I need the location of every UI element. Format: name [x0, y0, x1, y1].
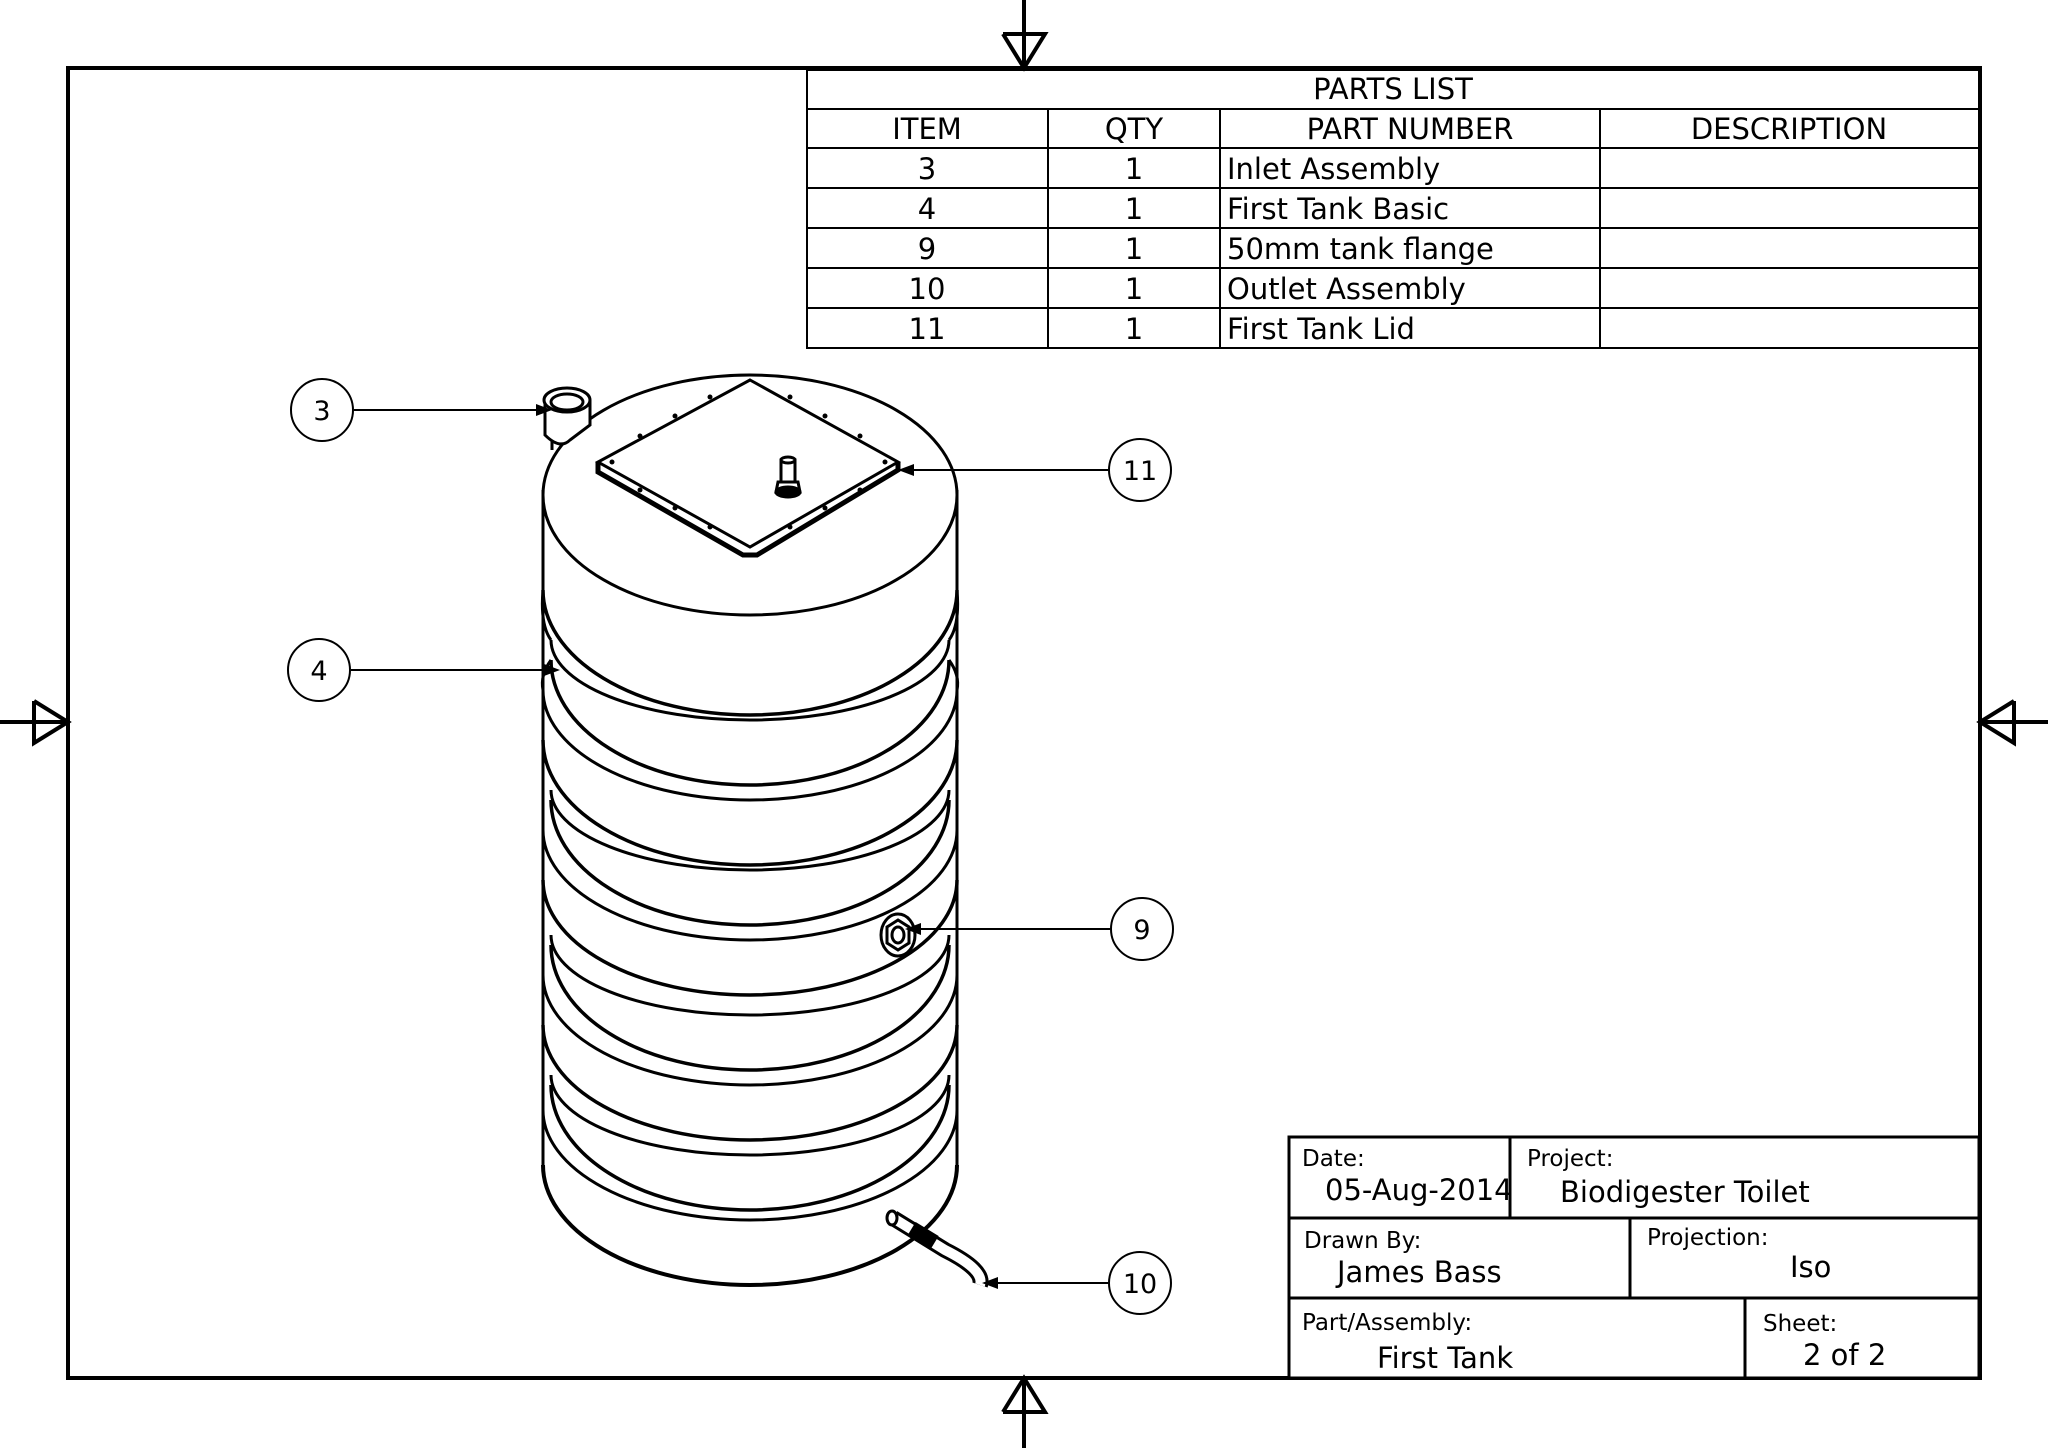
column-header-description: DESCRIPTION: [1691, 112, 1887, 146]
row-item: 11: [909, 312, 946, 346]
balloon-label: 9: [1133, 915, 1150, 946]
row-part-number: First Tank Basic: [1227, 192, 1449, 226]
balloon-3: 3: [290, 378, 552, 442]
project-value: Biodigester Toilet: [1560, 1175, 1810, 1209]
row-qty: 1: [1125, 272, 1143, 306]
balloon-9: 9: [905, 897, 1174, 961]
projection-value: Iso: [1790, 1250, 1831, 1284]
project-label: Project:: [1527, 1146, 1613, 1172]
balloon-10: 10: [982, 1251, 1172, 1315]
row-qty: 1: [1125, 312, 1143, 346]
balloon-label: 4: [310, 656, 327, 687]
date-value: 05-Aug-2014: [1325, 1173, 1513, 1207]
part-assembly-value: First Tank: [1377, 1341, 1513, 1375]
tank-flange: [879, 912, 917, 958]
lid-bolt-holes: [609, 394, 888, 530]
projection-label: Projection:: [1647, 1225, 1768, 1251]
sheet-value: 2 of 2: [1803, 1338, 1886, 1372]
table-row: 10 1 Outlet Assembly: [909, 272, 1466, 306]
row-part-number: Inlet Assembly: [1227, 152, 1440, 186]
row-part-number: Outlet Assembly: [1227, 272, 1466, 306]
row-item: 4: [918, 192, 936, 226]
row-item: 10: [909, 272, 946, 306]
table-row: 3 1 Inlet Assembly: [918, 152, 1440, 186]
table-row: 9 1 50mm tank flange: [918, 232, 1494, 266]
row-qty: 1: [1125, 192, 1143, 226]
drawn-by-label: Drawn By:: [1304, 1228, 1421, 1254]
inlet-pipe: [542, 386, 592, 450]
balloon-11: 11: [898, 438, 1172, 502]
row-qty: 1: [1125, 152, 1143, 186]
row-item: 9: [918, 232, 936, 266]
row-part-number: 50mm tank flange: [1227, 232, 1494, 266]
sheet-label: Sheet:: [1763, 1311, 1837, 1337]
table-row: 11 1 First Tank Lid: [909, 312, 1415, 346]
column-header-qty: QTY: [1105, 112, 1164, 146]
balloon-label: 3: [313, 396, 330, 427]
row-part-number: First Tank Lid: [1227, 312, 1415, 346]
row-qty: 1: [1125, 232, 1143, 266]
part-assembly-label: Part/Assembly:: [1302, 1310, 1472, 1336]
row-item: 3: [918, 152, 936, 186]
parts-list: PARTS LIST ITEM QTY PART NUMBER DESCRIPT…: [806, 69, 1980, 349]
outlet-pipe: [885, 1209, 989, 1288]
parts-list-title: PARTS LIST: [1313, 72, 1473, 106]
date-label: Date:: [1302, 1146, 1365, 1172]
table-row: 4 1 First Tank Basic: [918, 192, 1449, 226]
balloon-label: 11: [1123, 456, 1157, 487]
drawn-by-value: James Bass: [1335, 1255, 1502, 1289]
balloon-label: 10: [1123, 1269, 1157, 1300]
column-header-item: ITEM: [892, 112, 962, 146]
column-header-part-number: PART NUMBER: [1307, 112, 1514, 146]
tank-lid: [594, 378, 902, 558]
title-block: Date: 05-Aug-2014 Project: Biodigester T…: [1287, 1135, 1981, 1380]
balloon-4: 4: [287, 638, 560, 702]
